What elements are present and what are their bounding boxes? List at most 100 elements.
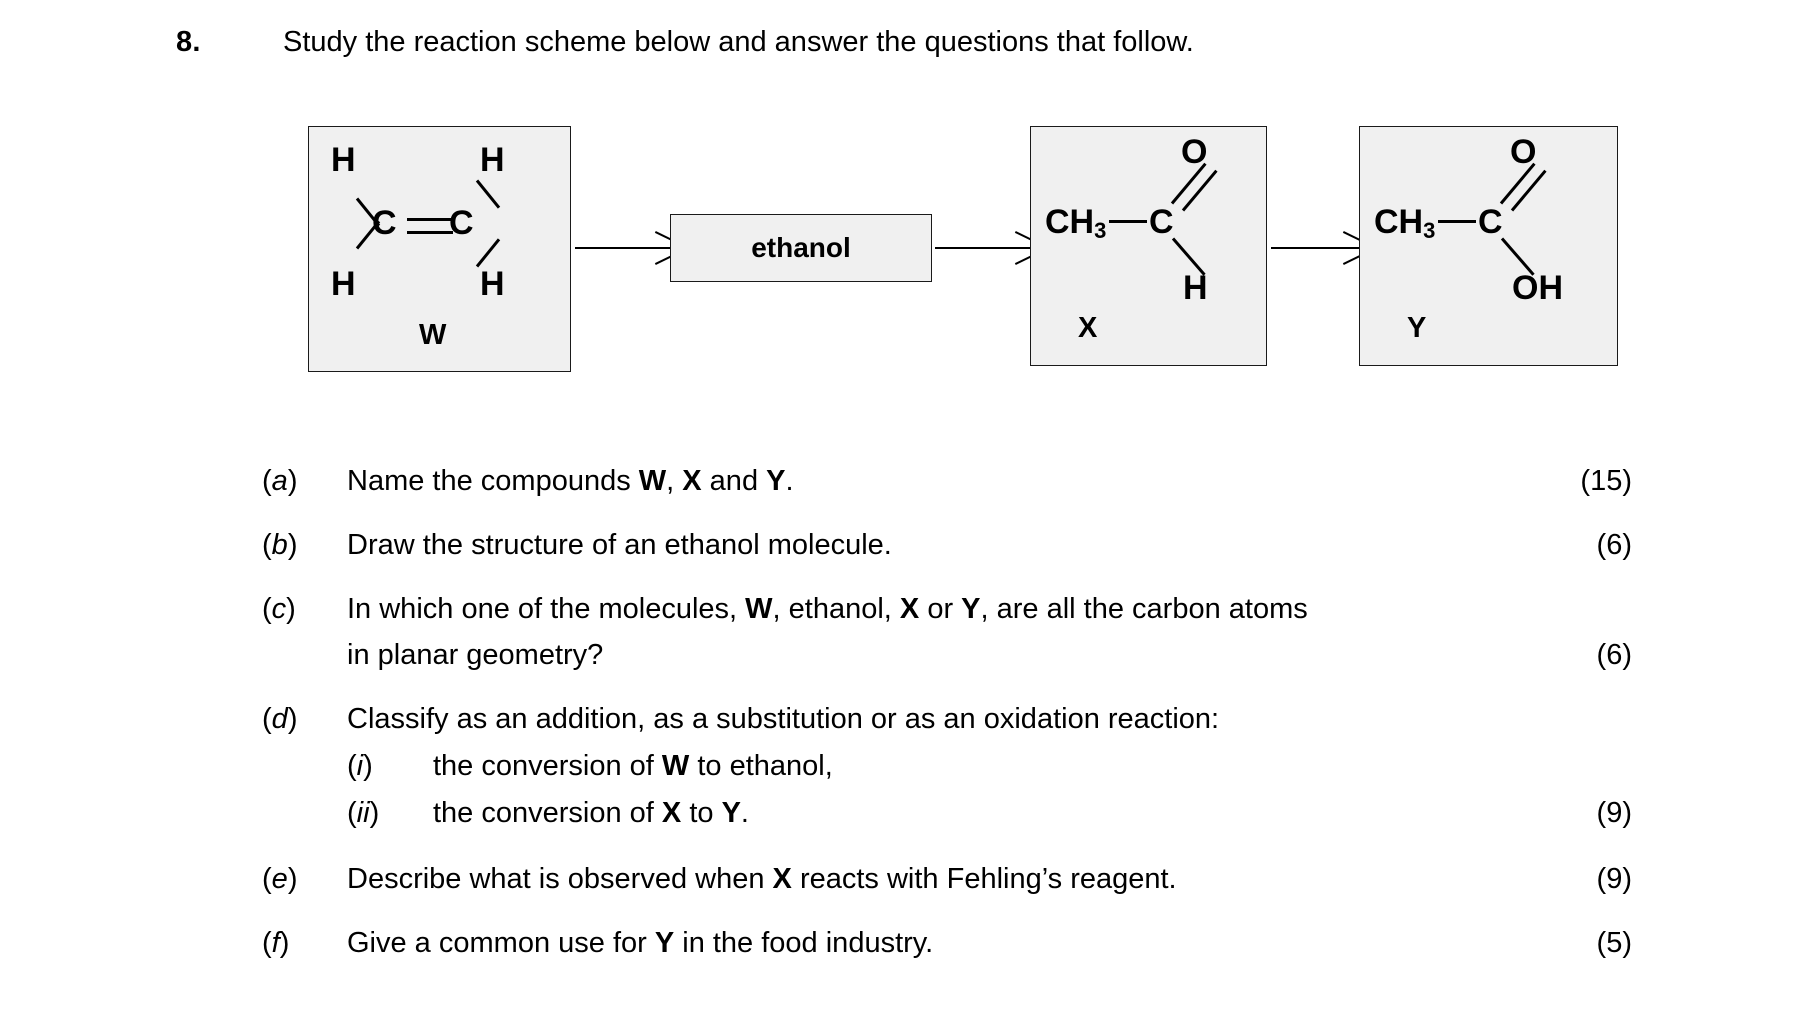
reaction-arrow-2	[935, 238, 1033, 258]
compound-ref-y: Y	[654, 927, 675, 959]
part-a-marks: (15)	[1580, 465, 1632, 497]
text-segment: , ethanol,	[772, 593, 900, 625]
paren-close: )	[287, 465, 298, 497]
bond-c-c-double-lower	[407, 231, 453, 234]
paren-open: (	[262, 529, 272, 561]
paren-close: )	[363, 750, 373, 782]
arrow-shaft	[575, 247, 673, 249]
paren-close: )	[287, 863, 298, 895]
atom-methyl-group-y: CH3	[1374, 203, 1435, 242]
text-segment: In which one of the molecules,	[347, 593, 746, 625]
bond-c-right-h-bottom	[475, 238, 501, 268]
atom-hydroxyl-y: OH	[1512, 269, 1563, 307]
compound-ref-w: W	[661, 750, 690, 782]
atom-h-bottom-left: H	[331, 265, 356, 303]
atom-h-bottom-right: H	[480, 265, 505, 303]
arrow-head	[1341, 238, 1361, 258]
text-segment: and	[701, 465, 767, 497]
text-segment: reacts with Fehling’s reagent.	[791, 863, 1177, 895]
part-b-marks: (6)	[1596, 529, 1632, 561]
paren-open: (	[262, 863, 272, 895]
text-segment: , are all the carbon atoms	[980, 593, 1308, 625]
text-segment: Name the compounds	[347, 465, 639, 497]
question-part-f: (f) Give a common use for Y in the food …	[0, 927, 1818, 991]
part-e-text: Describe what is observed when X reacts …	[347, 863, 1527, 896]
question-parts-list: (a) Name the compounds W, X and Y. (15) …	[0, 465, 1818, 991]
part-e-marks: (9)	[1596, 863, 1632, 895]
compound-ref-w: W	[745, 593, 773, 625]
compound-w-box: H H C C H H W	[308, 126, 571, 372]
compound-y-box: CH3 C O OH Y	[1359, 126, 1618, 366]
bond-carbonyl-oxygen-double-2-y	[1510, 169, 1547, 212]
question-number: 8.	[176, 26, 201, 58]
compound-x-label: X	[1078, 312, 1098, 344]
part-e-marker: (e)	[262, 863, 297, 896]
part-f-marks: (5)	[1596, 927, 1632, 959]
paren-open: (	[262, 593, 272, 625]
text-segment: to	[681, 797, 722, 829]
part-letter: e	[271, 863, 288, 895]
arrow-shaft	[1271, 247, 1361, 249]
compound-y-label: Y	[1407, 312, 1427, 344]
atom-h-top-right: H	[480, 141, 505, 179]
compound-ref-x: X	[661, 797, 682, 829]
part-a-marker: (a)	[262, 465, 297, 498]
paren-open: (	[262, 703, 272, 735]
compound-ref-x: X	[682, 465, 702, 497]
text-segment: .	[740, 797, 749, 829]
part-f-marker: (f)	[262, 927, 289, 960]
text-segment: ,	[666, 465, 683, 497]
question-part-d: (d) Classify as an addition, as a substi…	[0, 703, 1818, 863]
compound-ref-x: X	[772, 863, 792, 895]
part-d-sub-i-marker: (i)	[347, 750, 373, 783]
paren-open: (	[347, 797, 357, 829]
question-part-a: (a) Name the compounds W, X and Y. (15)	[0, 465, 1818, 529]
sub-letter: i	[356, 750, 364, 782]
bond-c-c-double-upper	[407, 218, 453, 221]
question-part-e: (e) Describe what is observed when X rea…	[0, 863, 1818, 927]
bond-carbonyl-oxygen-double-2-x	[1181, 169, 1218, 212]
bond-methyl-carbonyl-x	[1109, 220, 1147, 223]
text-segment: .	[785, 465, 794, 497]
compound-ref-y: Y	[721, 797, 741, 829]
atom-c-right: C	[449, 204, 474, 242]
part-letter: f	[271, 927, 280, 959]
compound-ref-w: W	[638, 465, 667, 497]
part-d-marks: (9)	[1596, 797, 1632, 829]
sub-letter: ii	[356, 797, 370, 829]
part-d-sub-ii-text: the conversion of X to Y.	[433, 797, 749, 830]
text-segment: or	[919, 593, 962, 625]
part-d-sub-i-text: the conversion of W to ethanol,	[433, 750, 833, 783]
part-c-text-line-1: In which one of the molecules, W, ethano…	[347, 593, 1527, 626]
reaction-arrow-3	[1271, 238, 1361, 258]
compound-w-label: W	[419, 319, 447, 351]
atom-carbonyl-carbon-y: C	[1478, 203, 1503, 241]
part-letter: c	[271, 593, 287, 625]
arrow-shaft	[935, 247, 1033, 249]
atom-methyl-group-x: CH3	[1045, 205, 1106, 242]
paren-close: )	[279, 927, 290, 959]
part-c-marks: (6)	[1596, 639, 1632, 671]
paren-close: )	[287, 529, 298, 561]
paren-open: (	[262, 465, 272, 497]
compound-ref-y: Y	[766, 465, 786, 497]
atom-carbonyl-carbon-x: C	[1149, 203, 1174, 241]
text-segment: the conversion of	[433, 750, 662, 782]
part-f-text: Give a common use for Y in the food indu…	[347, 927, 1527, 960]
methyl-text: CH	[1374, 203, 1424, 241]
part-c-text-line-2: in planar geometry?	[347, 639, 604, 671]
paren-close: )	[287, 703, 298, 735]
part-letter: a	[271, 465, 288, 497]
part-d-text: Classify as an addition, as a substituti…	[347, 703, 1220, 735]
atom-h-top-left: H	[331, 141, 356, 179]
paren-open: (	[347, 750, 357, 782]
part-a-text: Name the compounds W, X and Y.	[347, 465, 1527, 498]
bond-methyl-carbonyl-y	[1438, 220, 1476, 223]
compound-x-box: CH3 C O H X	[1030, 126, 1267, 366]
reaction-scheme: H H C C H H W ethanol CH3 C O H	[0, 116, 1818, 372]
part-letter: b	[271, 529, 288, 561]
compound-ref-y: Y	[961, 593, 981, 625]
text-segment: to ethanol,	[689, 750, 833, 782]
part-b-text: Draw the structure of an ethanol molecul…	[347, 529, 892, 561]
reaction-arrow-1	[575, 238, 673, 258]
